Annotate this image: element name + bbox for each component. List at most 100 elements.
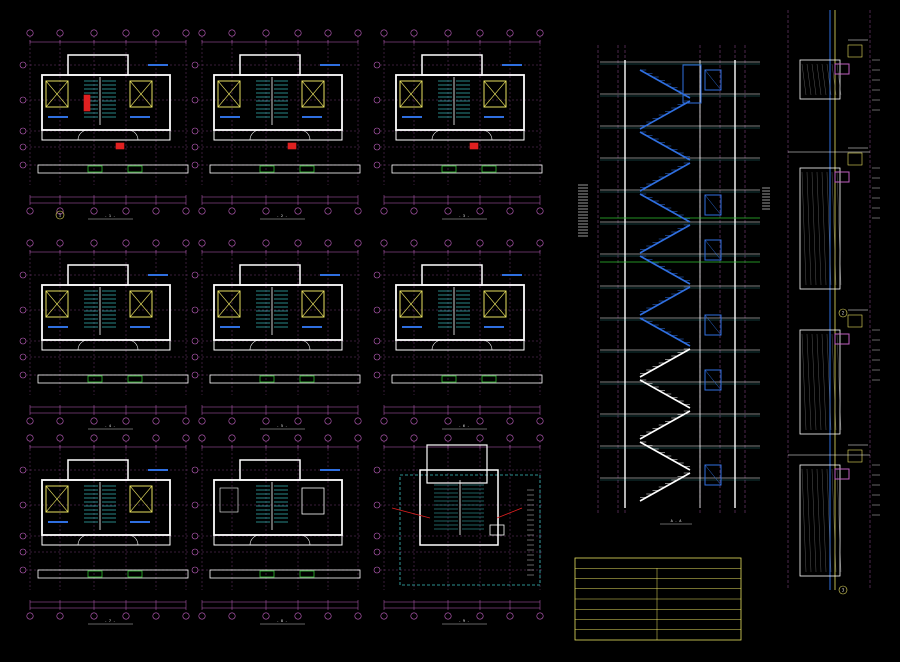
shaft-marker — [259, 375, 275, 383]
elevator-shaft — [129, 80, 153, 108]
grid-bubble — [380, 207, 388, 215]
door-swing — [127, 339, 139, 351]
hatch — [836, 63, 842, 96]
detail-marker — [838, 585, 848, 595]
door-swing — [431, 339, 443, 351]
section-marker-label: 1 — [59, 213, 62, 218]
elevator-cross — [129, 290, 153, 318]
elevator-shaft — [129, 485, 153, 513]
grid-bubble — [324, 207, 332, 215]
lobby-wall — [395, 129, 525, 141]
hatch — [831, 468, 837, 573]
grid-bubble — [444, 207, 452, 215]
lobby-wall — [395, 339, 525, 351]
hatch — [806, 333, 812, 431]
door-swing — [77, 534, 89, 546]
elevator-cross — [399, 290, 423, 318]
elevator-cross — [483, 80, 507, 108]
grid-bubble — [182, 612, 190, 620]
shaft-marker — [299, 375, 315, 383]
detail-marker — [838, 308, 848, 318]
hatch — [821, 333, 827, 431]
door-swing — [77, 339, 89, 351]
grid-bubble — [324, 417, 332, 425]
grid-bubble — [152, 612, 160, 620]
grid-bubble — [380, 417, 388, 425]
hatch — [816, 333, 822, 431]
stair-plan-9: - 9 - — [373, 434, 544, 625]
grid-bubble — [56, 207, 64, 215]
hatch — [831, 333, 837, 431]
hatch — [801, 333, 807, 431]
hatch — [821, 468, 827, 573]
detail-note — [847, 449, 863, 463]
slope-arrow — [496, 507, 523, 519]
elevator-cross — [217, 290, 241, 318]
detail-wall — [799, 464, 841, 577]
door-swing — [249, 339, 261, 351]
section-window — [704, 464, 722, 486]
grid-bubble — [56, 417, 64, 425]
fire-hydrant — [115, 142, 125, 150]
shaft-marker — [259, 570, 275, 578]
door-swing — [431, 129, 443, 141]
elevator-shaft — [399, 80, 423, 108]
lobby-wall — [41, 339, 171, 351]
grid-bubble — [122, 417, 130, 425]
hatch — [816, 468, 822, 573]
lobby-wall — [213, 534, 343, 546]
roof-outline — [399, 474, 541, 586]
hatch — [816, 63, 822, 96]
window-diagonal — [704, 314, 722, 336]
grid-bubble — [410, 612, 418, 620]
section-marker — [55, 210, 65, 220]
shaft-marker — [259, 165, 275, 173]
detail-flashing — [834, 333, 850, 345]
door-swing — [249, 129, 261, 141]
shaft-marker — [441, 375, 457, 383]
fire-hydrant — [287, 142, 297, 150]
roof-hatch — [489, 524, 505, 536]
lobby-wall — [41, 129, 171, 141]
shaft-marker — [127, 165, 143, 173]
grid-bubble — [122, 612, 130, 620]
plan-caption: - 1 - — [105, 214, 116, 218]
riser — [83, 94, 91, 112]
grid-bubble — [444, 417, 452, 425]
window-diagonal — [704, 69, 722, 91]
grid-bubble — [26, 417, 34, 425]
corridor-wall — [209, 569, 361, 579]
plan-caption: - 9 - — [459, 619, 470, 623]
elevator-shaft — [483, 290, 507, 318]
hatch — [826, 333, 832, 431]
lobby-wall — [41, 534, 171, 546]
hatch — [836, 468, 842, 573]
grid-bubble — [410, 417, 418, 425]
shaft-marker — [299, 570, 315, 578]
stair-plan-8: - 8 - — [191, 434, 362, 625]
elevator-cross — [129, 485, 153, 513]
shaft-marker — [481, 165, 497, 173]
elevator-shaft — [301, 80, 325, 108]
hatch — [811, 333, 817, 431]
window-diagonal — [704, 464, 722, 486]
door-swing — [249, 534, 261, 546]
plan-caption: - 8 - — [277, 619, 288, 623]
grid-bubble — [182, 417, 190, 425]
grid-bubble — [506, 417, 514, 425]
hatch — [826, 63, 832, 96]
grid-bubble — [262, 612, 270, 620]
grid-bubble — [380, 612, 388, 620]
door-swing — [127, 129, 139, 141]
elevator-cross — [217, 80, 241, 108]
corridor-wall — [37, 164, 189, 174]
elevator-shaft — [399, 290, 423, 318]
elevator-shaft — [129, 290, 153, 318]
section-window — [704, 369, 722, 391]
shaft-marker — [127, 375, 143, 383]
elevator-shaft — [45, 80, 69, 108]
room — [301, 487, 325, 515]
grid-bubble — [90, 207, 98, 215]
